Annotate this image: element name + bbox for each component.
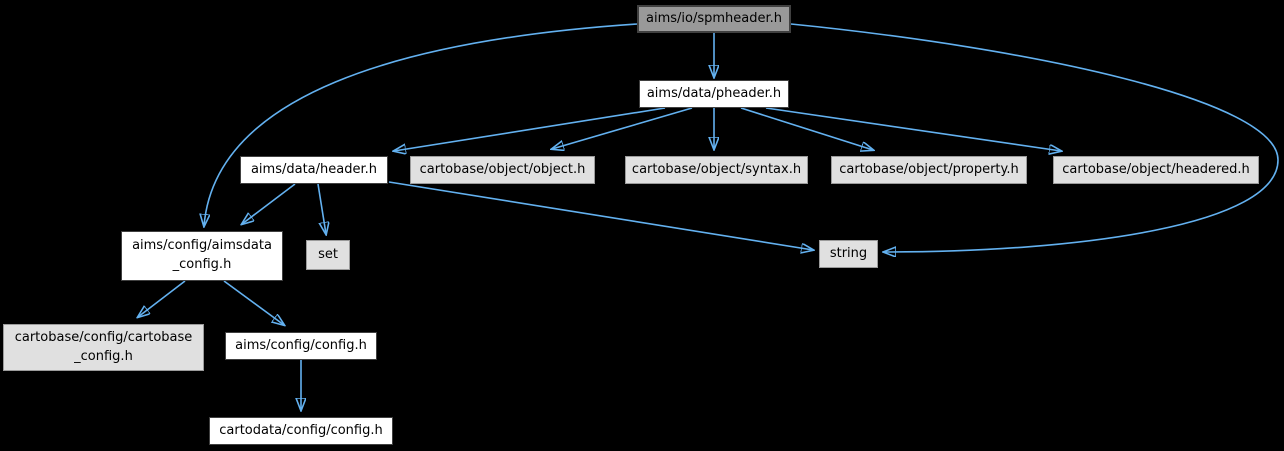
node-set[interactable]: set (306, 240, 350, 270)
node-label: cartobase/object/syntax.h (631, 161, 802, 177)
edge-pheader-property (740, 107, 873, 150)
node-label: cartobase/object/property.h (839, 161, 1019, 177)
edge-spmheader-string (790, 23, 1279, 252)
node-label: aims/data/header.h (250, 161, 378, 177)
node-cartodata-config-config-h[interactable]: cartodata/config/config.h (209, 417, 393, 445)
node-label: string (829, 245, 868, 261)
node-cartobase-object-headered-h[interactable]: cartobase/object/headered.h (1053, 156, 1259, 184)
edge-header-aimsdata-config (242, 183, 296, 224)
node-label: cartobase/config/cartobase _config.h (14, 329, 193, 364)
edge-pheader-headered (765, 107, 1061, 151)
node-cartobase-object-syntax-h[interactable]: cartobase/object/syntax.h (625, 156, 808, 184)
node-aims-config-config-h[interactable]: aims/config/config.h (225, 332, 377, 360)
edge-pheader-header (394, 107, 666, 151)
node-cartobase-config-cartobase-config-h[interactable]: cartobase/config/cartobase _config.h (3, 324, 204, 371)
node-string[interactable]: string (819, 240, 878, 268)
edge-header-set (317, 183, 326, 234)
edge-pheader-object (552, 107, 693, 149)
node-label: cartobase/object/headered.h (1062, 161, 1250, 177)
node-cartobase-object-object-h[interactable]: cartobase/object/object.h (410, 156, 595, 184)
node-label: cartobase/object/object.h (419, 161, 586, 177)
node-label: aims/data/pheader.h (646, 85, 782, 101)
edge-header-string (388, 181, 813, 250)
edge-aimsdata-aims-config (223, 280, 284, 325)
node-aims-config-aimsdata-config-h[interactable]: aims/config/aimsdata _config.h (121, 231, 283, 281)
node-cartobase-object-property-h[interactable]: cartobase/object/property.h (831, 156, 1027, 184)
node-aims-data-pheader-h[interactable]: aims/data/pheader.h (639, 80, 789, 108)
edge-aimsdata-cartobase-config (138, 280, 186, 317)
node-aims-io-spmheader-h[interactable]: aims/io/spmheader.h (637, 5, 791, 33)
node-label: aims/io/spmheader.h (645, 10, 782, 26)
node-label: cartodata/config/config.h (219, 422, 383, 438)
edge-spmheader-aimsdata-config (204, 23, 638, 226)
node-label: aims/config/aimsdata _config.h (132, 238, 272, 272)
node-aims-data-header-h[interactable]: aims/data/header.h (240, 156, 388, 184)
node-label: aims/config/config.h (235, 337, 367, 353)
node-label: set (318, 246, 338, 262)
